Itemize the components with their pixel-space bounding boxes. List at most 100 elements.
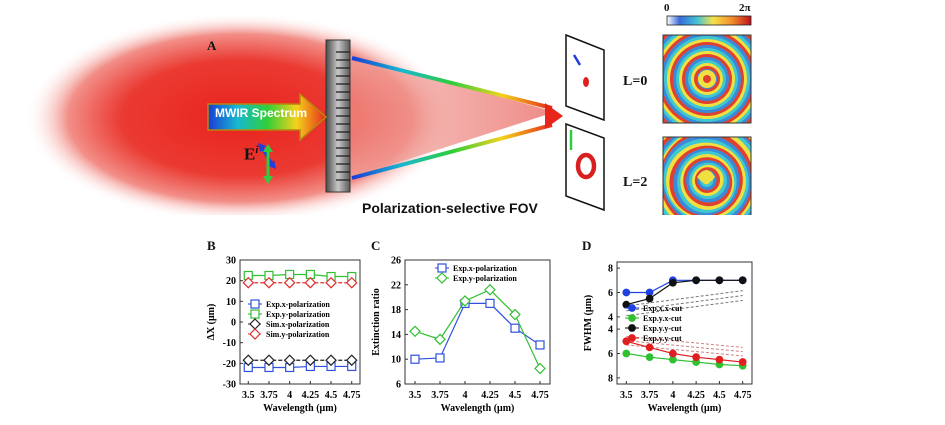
x-tick-label: 3.5 [620, 390, 633, 401]
legend-label: Sim.y-polarization [266, 330, 330, 339]
data-point-marker [715, 355, 724, 364]
x-tick-label: 4.5 [325, 390, 338, 401]
l2-label: L=2 [623, 175, 648, 190]
data-point-marker [622, 288, 631, 297]
legend-label: Sim.x-polarization [266, 320, 330, 329]
data-point-marker [484, 283, 496, 296]
data-point-marker [263, 354, 275, 367]
y-tick-label: 20 [226, 276, 236, 287]
data-point-marker [345, 354, 358, 367]
y-axis-label: Extinction ratio [371, 288, 382, 356]
data-point-marker [249, 328, 261, 340]
x-axis-label: Wavelength (μm) [441, 403, 515, 414]
y-tick-label: -20 [223, 359, 236, 370]
data-point-marker [668, 278, 677, 287]
x-tick-label: 3.75 [431, 390, 449, 401]
y-tick-label: 8 [608, 373, 613, 384]
data-point-marker [325, 354, 337, 367]
data-point-marker [668, 349, 677, 358]
legend-label: Exp.y-polarization [266, 310, 330, 319]
sim-guide-upper [626, 290, 743, 307]
x-tick-label: 4 [287, 390, 292, 401]
y-tick-label: 26 [391, 256, 401, 267]
l0-label: L=0 [623, 74, 648, 89]
x-tick-label: 3.75 [260, 390, 278, 401]
colorbar-max-label: 2π [739, 2, 751, 14]
y-tick-label: 6 [396, 380, 401, 391]
data-point-marker [645, 353, 654, 362]
data-point-marker [628, 334, 636, 342]
data-point-marker [534, 362, 546, 375]
mwir-spectrum-label: MWIR Spectrum [215, 106, 308, 120]
y-tick-label: 30 [226, 256, 236, 267]
data-point-marker [242, 354, 255, 367]
fov-label: Polarization-selective FOV [362, 200, 538, 216]
data-point-marker [485, 298, 495, 308]
x-axis-label: Wavelength (μm) [263, 403, 337, 414]
data-point-marker [692, 276, 701, 285]
phase-map-l0 [663, 35, 751, 123]
spectrum-arrow [207, 92, 328, 142]
legend-label: Exp.x-polarization [266, 300, 330, 309]
y-tick-label: 4 [608, 312, 613, 323]
data-point-marker [242, 276, 255, 289]
beam-arrowhead [545, 103, 563, 129]
y-axis-label: FWHM (μm) [583, 295, 594, 351]
y-tick-label: 8 [608, 264, 613, 275]
data-point-marker [283, 354, 296, 367]
sim-guide-lower [626, 344, 743, 357]
data-point-marker [628, 314, 636, 322]
data-point-marker [304, 354, 317, 367]
y-tick-label: 10 [391, 355, 401, 366]
data-point-marker [692, 353, 701, 362]
fov-lower-ring [575, 152, 597, 180]
data-point-marker [738, 276, 747, 285]
legend-label: Exp.x-polarization [453, 264, 517, 273]
data-point-marker [715, 276, 724, 285]
y-axis-label: ΔX (μm) [206, 304, 217, 341]
x-tick-label: 4.5 [713, 390, 726, 401]
x-tick-label: 4.25 [687, 390, 705, 401]
data-point-marker [628, 324, 636, 332]
sim-guide-upper [626, 299, 743, 317]
panel-letter-a: A [207, 38, 217, 53]
beam-lower [351, 123, 553, 180]
grating-teeth [336, 51, 350, 181]
x-tick-label: 4.75 [343, 390, 361, 401]
data-point-marker [283, 276, 296, 289]
data-point-marker [345, 276, 358, 289]
data-point-marker [410, 354, 420, 364]
data-point-marker [435, 353, 445, 363]
x-tick-label: 4 [670, 390, 675, 401]
sim-guide-lower [626, 340, 743, 353]
x-axis-label: Wavelength (μm) [648, 403, 722, 414]
legend: Exp.x-polarizationExp.y-polarizationSim.… [248, 299, 330, 340]
panel-letter-c: C [371, 238, 381, 253]
data-point-marker [738, 358, 747, 366]
fov-screen-lower [565, 122, 605, 212]
phase-map-l2-frame [662, 136, 752, 215]
y-tick-label: -30 [223, 380, 236, 391]
data-point-marker [645, 294, 654, 303]
e-field-superscript: i [255, 144, 259, 156]
data-point-marker [250, 299, 260, 309]
y-tick-label: 6 [608, 288, 613, 299]
plot-frame [239, 259, 361, 385]
x-tick-label: 3.75 [641, 390, 659, 401]
beam-upper [351, 56, 553, 110]
colorbar-min-label: 0 [664, 2, 670, 14]
e-field-polarization-icon [258, 143, 276, 184]
center-dot [703, 75, 711, 83]
e-field-label: Ei [244, 144, 258, 165]
panel-letter-b: B [207, 238, 216, 253]
data-point-marker [409, 325, 421, 338]
x-tick-label: 3.5 [242, 390, 255, 401]
plot-frame [616, 261, 753, 385]
data-point-marker [459, 295, 471, 307]
data-point-marker [622, 349, 631, 358]
fov-upper-spot [583, 77, 589, 87]
